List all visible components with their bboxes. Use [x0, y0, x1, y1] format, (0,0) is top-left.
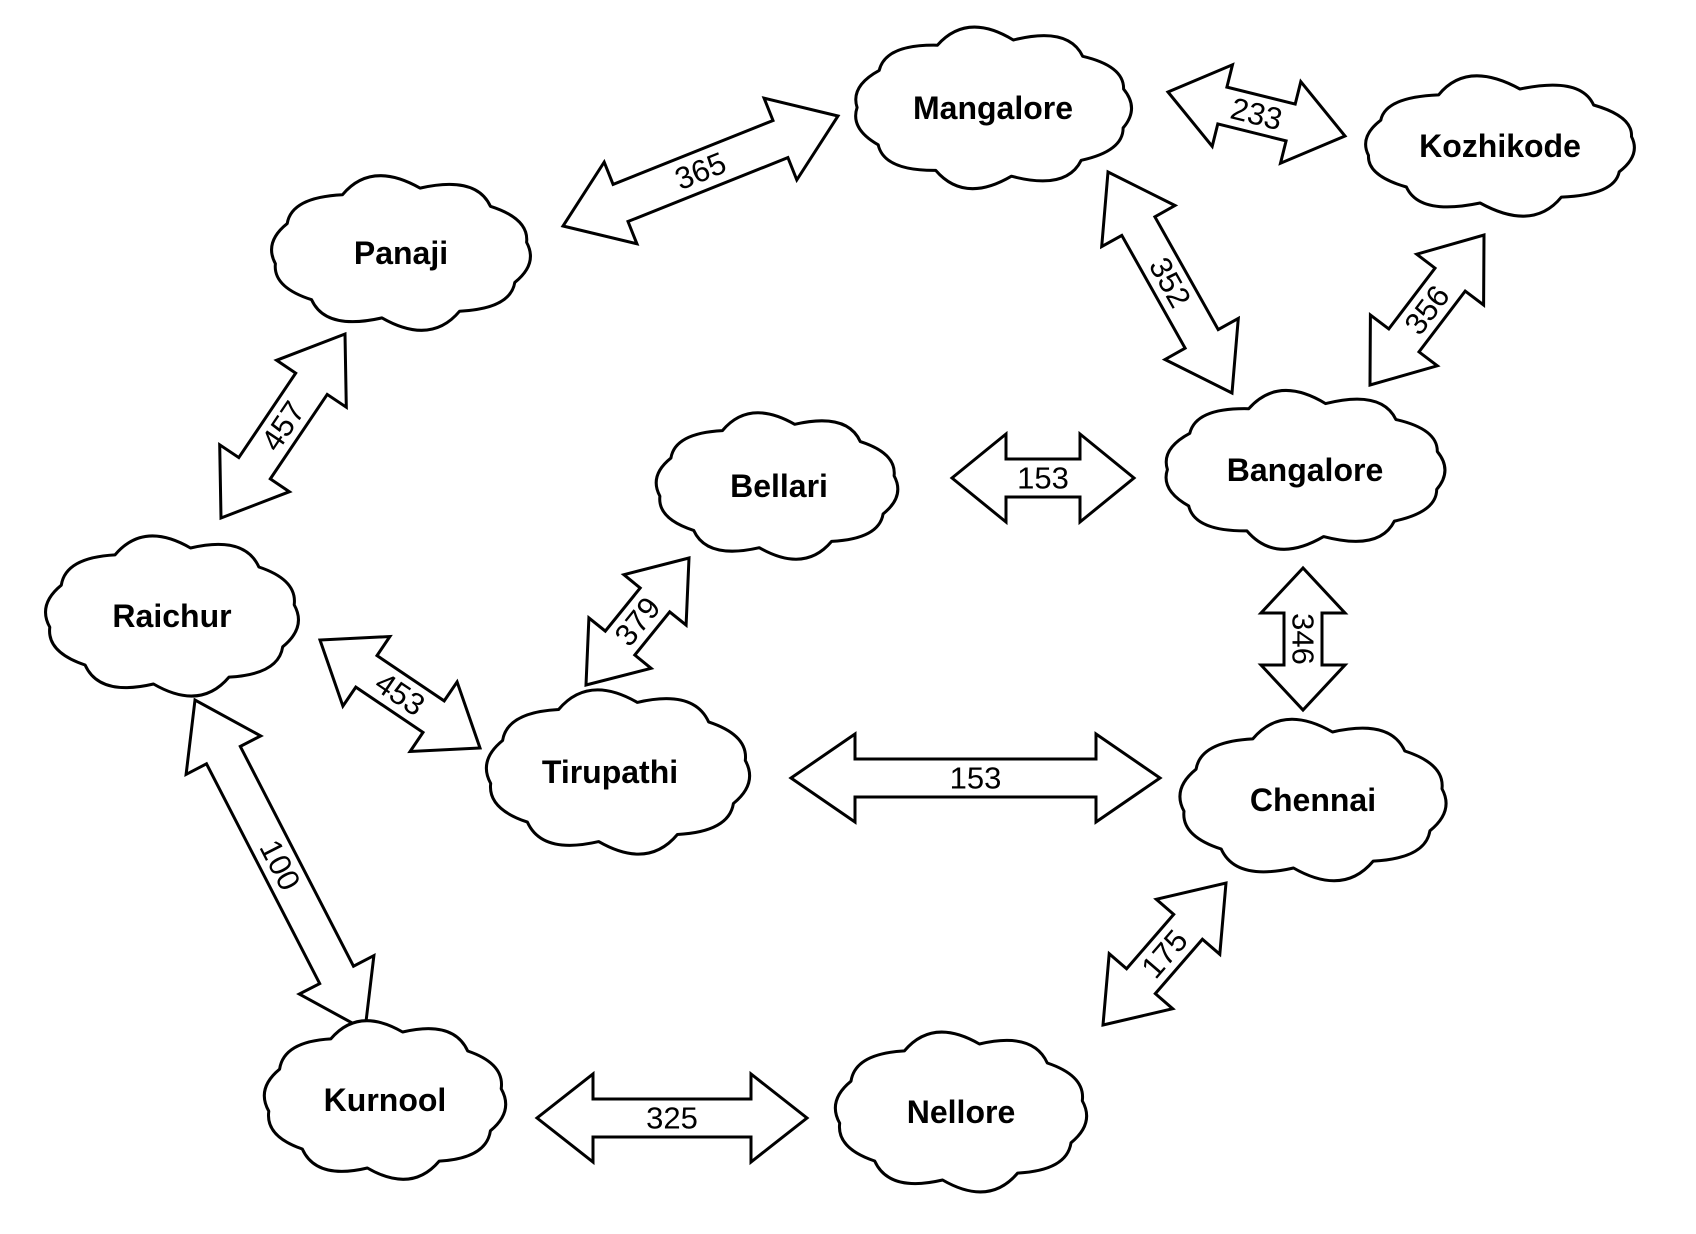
- city-label-chennai: Chennai: [1250, 782, 1376, 818]
- route-arrow-mangalore-kozhikode: 233: [1165, 62, 1348, 166]
- cloud-shape: [1364, 74, 1636, 218]
- double-arrow-shape: [788, 731, 1163, 825]
- cloud-shape: [262, 1019, 508, 1181]
- cloud-shape: [833, 1030, 1089, 1194]
- city-label-tirupathi: Tirupathi: [542, 754, 678, 790]
- double-arrow-shape: [560, 96, 841, 246]
- cloud-shape: [1164, 389, 1447, 551]
- route-arrow-bangalore-chennai: 346: [1257, 565, 1349, 713]
- distance-label: 153: [950, 761, 1002, 796]
- city-label-nellore: Nellore: [907, 1094, 1015, 1130]
- double-arrow-shape: [1099, 169, 1241, 396]
- double-arrow-shape: [534, 1070, 810, 1166]
- cloud-shape: [270, 174, 532, 332]
- double-arrow-shape: [218, 331, 348, 521]
- city-node-bellari: Bellari: [654, 411, 900, 561]
- route-arrow-raichur-tirupathi: 453: [317, 634, 483, 754]
- double-arrow-shape: [1101, 881, 1228, 1027]
- distance-label: 153: [1017, 461, 1069, 496]
- city-node-bangalore: Bangalore: [1164, 389, 1447, 551]
- city-node-kozhikode: Kozhikode: [1364, 74, 1636, 218]
- route-arrow-nellore-chennai: 175: [1101, 881, 1228, 1027]
- route-arrow-tirupathi-chennai: 153: [788, 731, 1163, 825]
- city-node-nellore: Nellore: [833, 1030, 1089, 1194]
- city-label-raichur: Raichur: [112, 598, 231, 634]
- city-node-tirupathi: Tirupathi: [484, 688, 752, 856]
- double-arrow-shape: [949, 430, 1137, 526]
- route-arrow-mangalore-bangalore: 352: [1099, 169, 1241, 396]
- route-arrow-raichur-kurnool: 100: [184, 697, 376, 1033]
- cloud-shape: [854, 25, 1134, 191]
- route-arrow-bangalore-kozhikode: 356: [1368, 233, 1486, 387]
- city-label-bangalore: Bangalore: [1227, 452, 1383, 488]
- route-arrow-bellari-bangalore: 153: [949, 430, 1137, 526]
- cloud-shape: [44, 534, 300, 698]
- city-label-kozhikode: Kozhikode: [1419, 128, 1581, 164]
- route-arrow-raichur-panaji: 457: [218, 331, 348, 521]
- city-node-raichur: Raichur: [44, 534, 300, 698]
- distance-label: 346: [1286, 613, 1321, 665]
- cloud-shape: [1178, 717, 1448, 883]
- route-arrow-kurnool-nellore: 325: [534, 1070, 810, 1166]
- city-label-bellari: Bellari: [730, 468, 828, 504]
- city-label-mangalore: Mangalore: [913, 90, 1073, 126]
- city-node-kurnool: Kurnool: [262, 1019, 508, 1181]
- double-arrow-shape: [584, 556, 691, 687]
- city-node-mangalore: Mangalore: [854, 25, 1134, 191]
- double-arrow-shape: [1165, 62, 1348, 166]
- city-node-chennai: Chennai: [1178, 717, 1448, 883]
- double-arrow-shape: [317, 634, 483, 754]
- route-arrow-tirupathi-bellari: 379: [584, 556, 691, 687]
- city-node-panaji: Panaji: [270, 174, 532, 332]
- distance-label: 325: [646, 1101, 698, 1136]
- cloud-shape: [654, 411, 900, 561]
- cloud-shape: [484, 688, 752, 856]
- double-arrow-shape: [1257, 565, 1349, 713]
- double-arrow-shape: [1368, 233, 1486, 387]
- city-label-kurnool: Kurnool: [324, 1082, 447, 1118]
- distance-label: 233: [1227, 91, 1286, 137]
- city-label-panaji: Panaji: [354, 235, 448, 271]
- route-arrow-panaji-mangalore: 365: [560, 96, 841, 246]
